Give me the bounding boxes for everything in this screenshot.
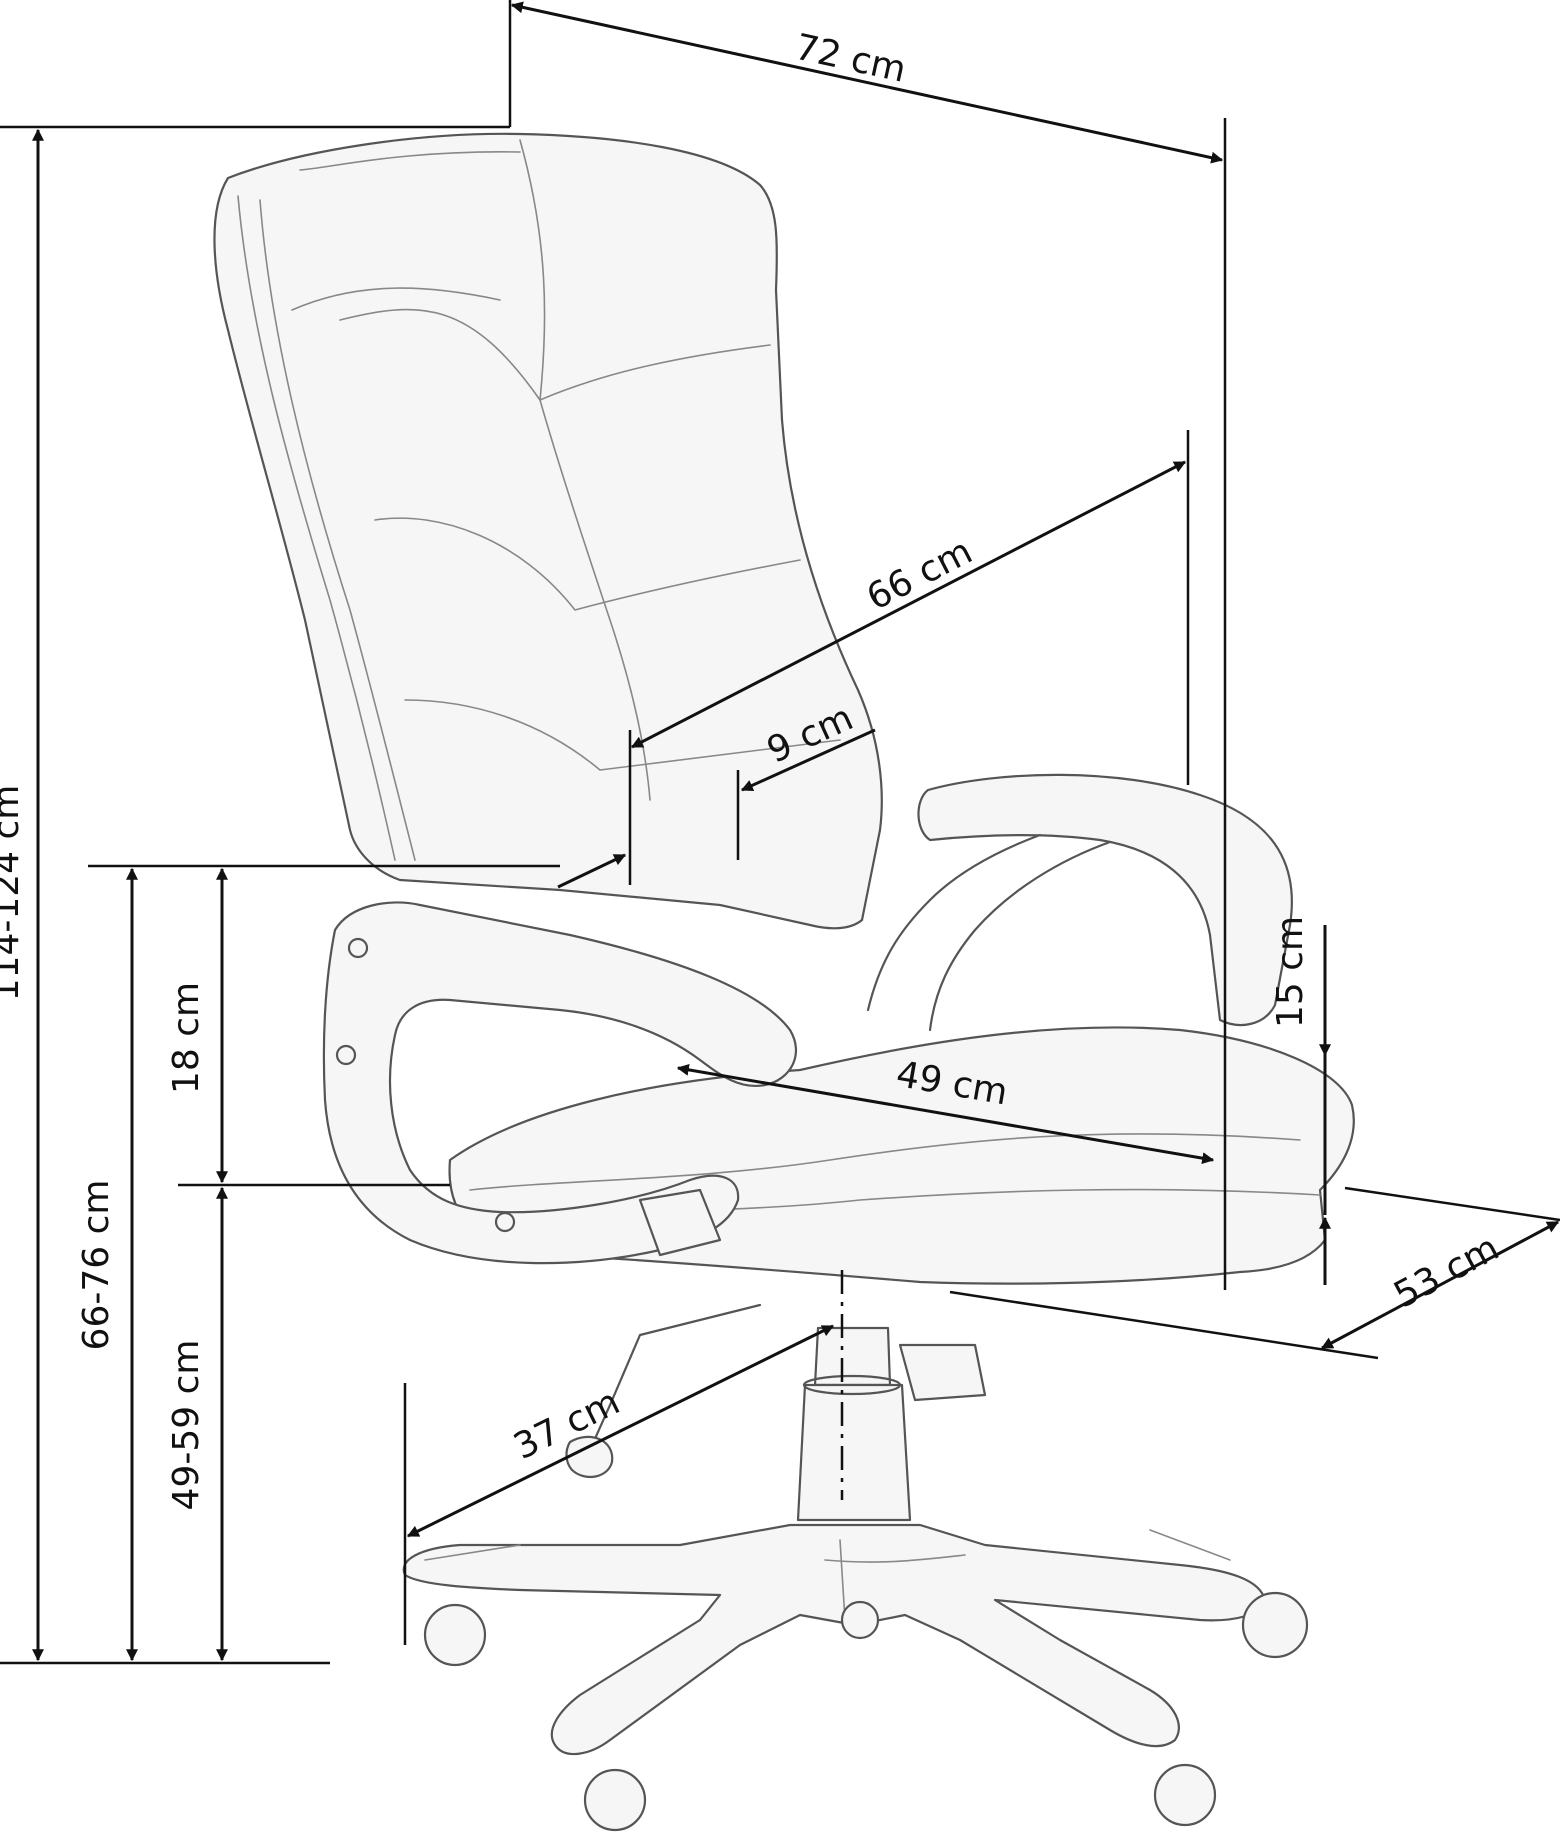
armrest-left xyxy=(322,901,798,1265)
seat-mechanism xyxy=(638,1188,722,1257)
dimension-lines xyxy=(0,0,1560,1665)
label-total-width: 72 cm xyxy=(791,27,909,91)
label-seat-height: 49-59 cm xyxy=(166,1340,207,1511)
chair-outline xyxy=(213,132,1355,1832)
label-backrest-height: 66 cm xyxy=(861,531,979,619)
dim-line-base-radius xyxy=(406,1324,835,1538)
caster-wheel xyxy=(583,1768,647,1832)
dim-line-armrest-width xyxy=(557,853,627,889)
label-armrest-floor-height: 66-76 cm xyxy=(76,1180,117,1351)
dim-line-seat-depth xyxy=(676,1063,1215,1165)
caster-wheel xyxy=(840,1600,880,1640)
label-seat-thickness: 15 cm xyxy=(1270,916,1311,1028)
dim-line-backrest-height xyxy=(630,460,1187,749)
label-total-height: 114-124 cm xyxy=(0,785,27,1002)
dim-line-total-width xyxy=(510,1,1224,164)
label-seat-width: 53 cm xyxy=(1387,1227,1505,1316)
backrest xyxy=(213,132,883,930)
caster-wheel xyxy=(423,1603,487,1667)
base-star xyxy=(402,1523,1267,1756)
armrest-right xyxy=(917,773,1293,1027)
label-armrest-height: 18 cm xyxy=(166,982,207,1094)
caster-wheel xyxy=(1153,1763,1217,1827)
dim-line-seat-width xyxy=(1320,1220,1560,1350)
caster-wheel xyxy=(1241,1591,1309,1659)
